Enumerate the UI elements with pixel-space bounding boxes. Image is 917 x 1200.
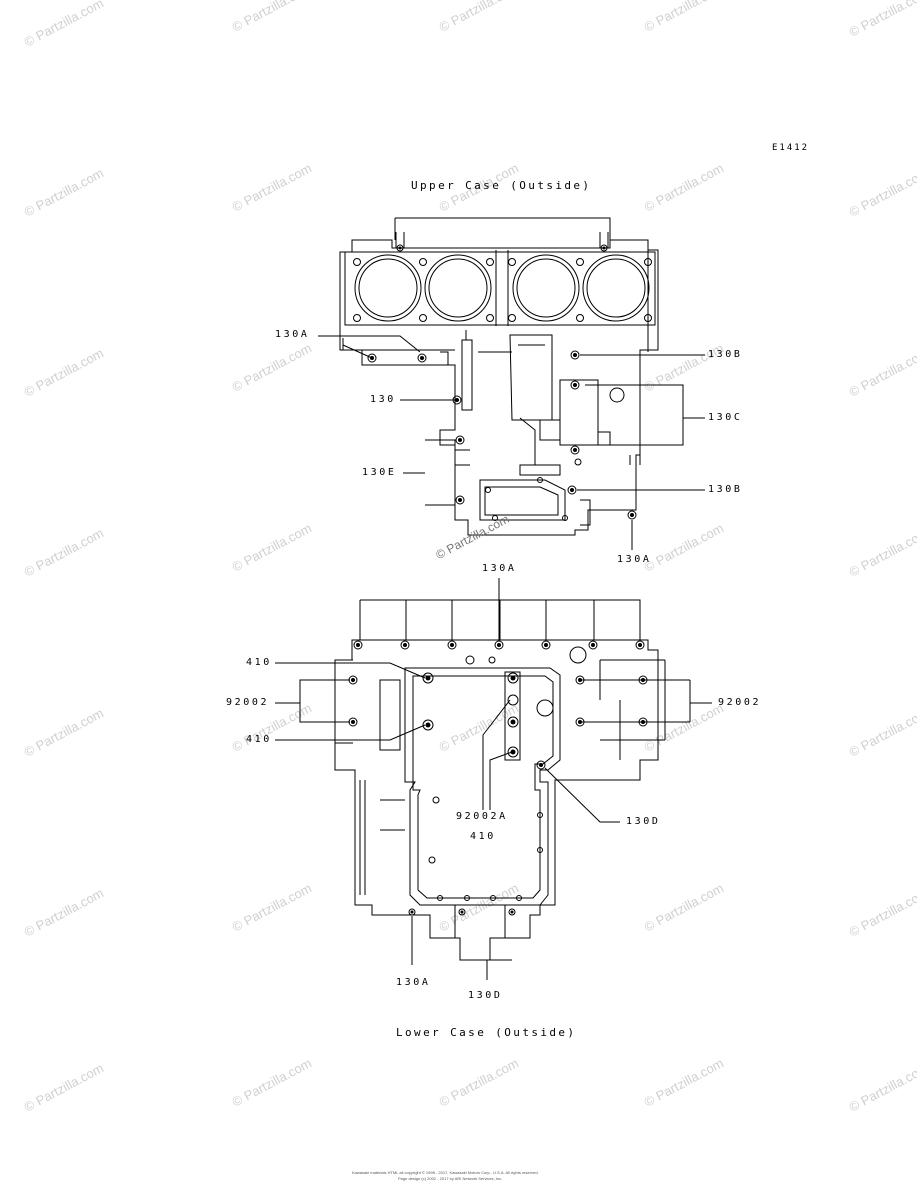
footer-copyright: Kawasaki materials HTML all copyright © … bbox=[352, 1170, 539, 1175]
upper-case-title: Upper Case (Outside) bbox=[411, 179, 592, 192]
upper-case-leaders bbox=[318, 335, 705, 550]
callout-92002-left: 92002 bbox=[226, 697, 270, 708]
callout-130d-bottom: 130D bbox=[468, 990, 503, 1001]
callout-130a-lower-top: 130A bbox=[482, 563, 517, 574]
callout-130: 130 bbox=[370, 394, 396, 405]
lower-case-leaders bbox=[275, 578, 712, 980]
lower-case-drawing bbox=[334, 599, 659, 961]
callout-92002-right: 92002 bbox=[718, 697, 762, 708]
callout-130e: 130E bbox=[362, 467, 397, 478]
footer-page-design: Page design (c) 2002 - 2017 by ARI Netwo… bbox=[398, 1176, 503, 1181]
callout-130c: 130C bbox=[708, 412, 743, 423]
callout-130d-right: 130D bbox=[626, 816, 661, 827]
callout-130b-lower: 130B bbox=[708, 484, 743, 495]
callout-130a-lower-bottom: 130A bbox=[396, 977, 431, 988]
callout-410-left-top: 410 bbox=[246, 657, 272, 668]
lower-case-title: Lower Case (Outside) bbox=[396, 1026, 577, 1039]
callout-130b-upper: 130B bbox=[708, 349, 743, 360]
diagram-code: E1412 bbox=[772, 143, 810, 153]
callout-410-left-bottom: 410 bbox=[246, 734, 272, 745]
callout-410-center: 410 bbox=[470, 831, 496, 842]
callout-130a-upper-bottom: 130A bbox=[617, 554, 652, 565]
bolt-heads bbox=[351, 246, 645, 914]
callout-130a-upper-top: 130A bbox=[275, 329, 310, 340]
upper-case-drawing bbox=[339, 217, 684, 536]
callout-92002a: 92002A bbox=[456, 811, 508, 822]
